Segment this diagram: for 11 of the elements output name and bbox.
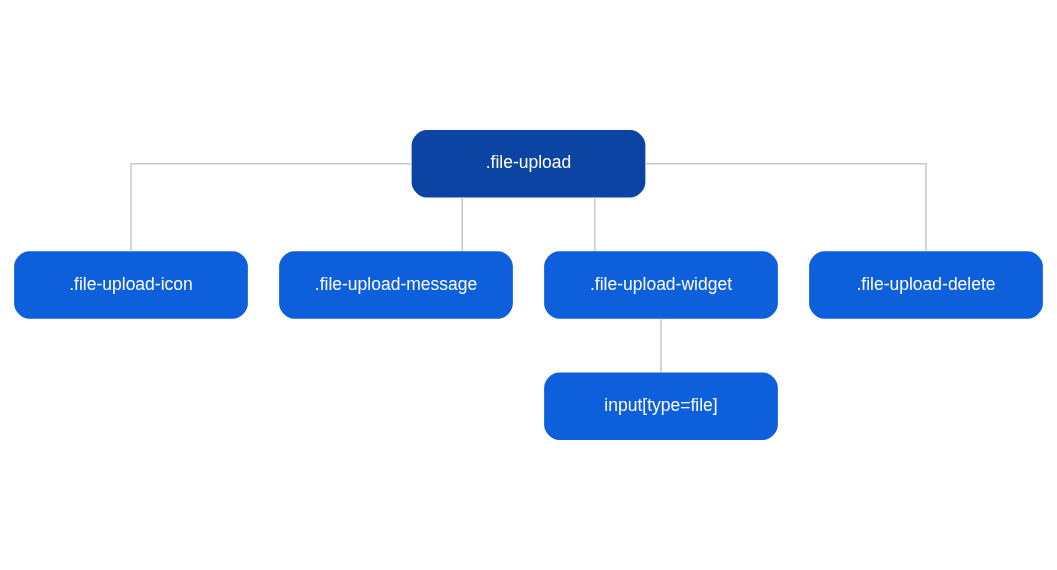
connector xyxy=(660,318,662,373)
connector xyxy=(130,163,413,252)
node-box: input[type=file] xyxy=(544,372,778,440)
node-box: .file-upload-delete xyxy=(809,251,1043,319)
connector xyxy=(461,196,463,252)
node-box: .file-upload-widget xyxy=(544,251,778,319)
connector xyxy=(644,163,927,252)
node-box: .file-upload xyxy=(411,130,646,198)
connector xyxy=(594,196,596,252)
node-box: .file-upload-message xyxy=(279,251,513,319)
node-box: .file-upload-icon xyxy=(14,251,248,319)
